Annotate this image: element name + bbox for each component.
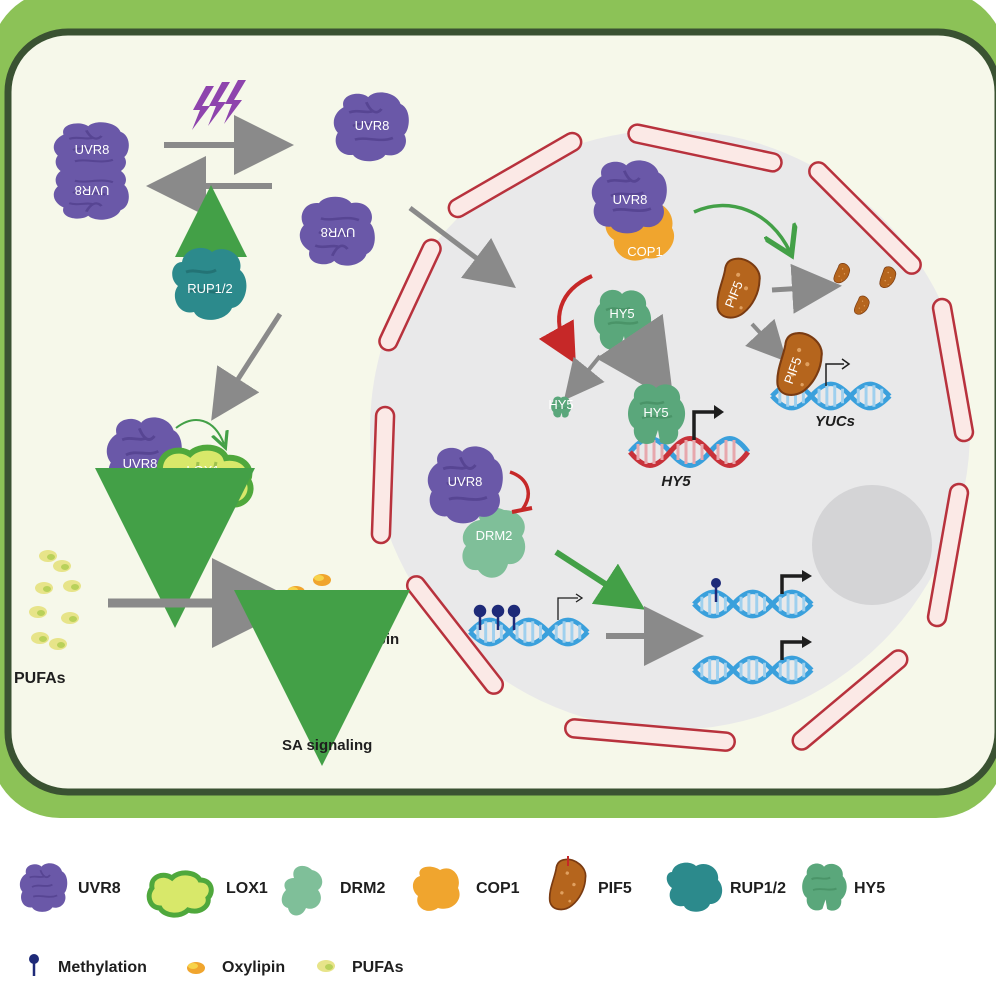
legend-label-pif5: PIF5 [598, 880, 632, 897]
legend-item-methylation: Methylation [29, 954, 147, 976]
legend-item-lox1: LOX1 [146, 870, 268, 918]
legend-item-oxylipin: Oxylipin [187, 959, 285, 976]
legend: UVR8 LOX1 DRM2 COP1 PIF5 RUP1/2 HY5 [18, 854, 885, 976]
legend-label-oxylipin: Oxylipin [222, 959, 285, 976]
methylated-dna [470, 593, 588, 644]
hy5-degradation-arrow [563, 354, 605, 401]
pif5-binding-arrow [745, 318, 787, 362]
drm2-to-gene-arrow [554, 549, 646, 610]
yucs-gene-label: YUCs [815, 413, 855, 430]
uvr8-lox-label: UVR8 [123, 456, 158, 471]
hy5-gene-complex: HY5 HY5 [626, 382, 751, 490]
legend-label-lox1: LOX1 [226, 880, 268, 897]
pif5-protein: PIF5 [708, 253, 768, 326]
uvr8-cop1-complex: COP1 UVR8 [590, 158, 675, 261]
rup1-2-protein: RUP1/2 [172, 247, 247, 320]
hy5-small-label: HY5 [548, 397, 573, 412]
uvr8-drm2-complex: DRM2 UVR8 [426, 444, 533, 578]
oxylipin-label: Oxylipin [340, 631, 399, 648]
legend-label-cop1: COP1 [476, 880, 520, 897]
legend-label-drm2: DRM2 [340, 880, 385, 897]
hy5-gene-label: HY5 [661, 473, 691, 490]
hy5-binding-arrow [596, 313, 674, 403]
uvr8-cop-label: UVR8 [613, 192, 648, 207]
lox1-label: LOX1 [186, 463, 219, 478]
to-lox1-arrow [211, 312, 283, 421]
methylation-marks [473, 604, 521, 630]
legend-item-pif5: PIF5 [542, 854, 632, 916]
uvr8-drm2-inhibition [509, 470, 530, 512]
legend-item-rup: RUP1/2 [666, 862, 786, 912]
sa-signaling-label: SA signaling [282, 737, 372, 754]
cop1-label: COP1 [627, 244, 662, 259]
uvr8-monomer-top: UVR8 [332, 90, 411, 163]
uvr8-drm-label: UVR8 [448, 474, 483, 489]
nucleolus [812, 485, 932, 605]
legend-label-methylation: Methylation [58, 959, 147, 976]
legend-label-hy5: HY5 [854, 880, 885, 897]
uvr8-dimer: UVR8 UVR8 [52, 120, 131, 222]
legend-item-drm2: DRM2 [281, 865, 385, 916]
hy5-degraded: HY5 [548, 396, 574, 419]
nuclear-envelope [370, 123, 975, 752]
legend-item-uvr8: UVR8 [18, 862, 121, 913]
cop1-to-pif5-arrow [693, 203, 790, 252]
uvr8-dimer-bottom-label: UVR8 [75, 183, 110, 198]
legend-label-rup: RUP1/2 [730, 880, 786, 897]
pif5-degradation-arrow [771, 263, 842, 314]
uvr8-monomer-top-label: UVR8 [355, 118, 390, 133]
uvr8-monomer-flipped: UVR8 [298, 195, 377, 268]
hy5-dna-label: HY5 [643, 405, 668, 420]
rup-label: RUP1/2 [187, 281, 233, 296]
target-gene-unmethylated [694, 636, 812, 682]
hy5-free-label: HY5 [609, 306, 634, 321]
hy5-tss-arrow [692, 410, 716, 440]
uvr8-dimer-top-label: UVR8 [75, 142, 110, 157]
uvr8-monomer-flipped-label: UVR8 [321, 225, 356, 240]
cop1-hy5-inhibition [538, 274, 593, 364]
target-gene-partial-methyl [694, 570, 812, 616]
yucs-tss-arrow [825, 363, 844, 386]
legend-item-pufas: PUFAs [317, 959, 404, 976]
uv-light-icon [192, 80, 246, 130]
legend-label-pufas: PUFAs [352, 959, 404, 976]
legend-item-cop1: COP1 [412, 866, 520, 911]
legend-label-uvr8: UVR8 [78, 880, 121, 897]
yucs-gene-complex: PIF5 YUCs [767, 327, 890, 430]
to-nucleus-arrow [408, 206, 516, 289]
drm2-label: DRM2 [476, 528, 513, 543]
legend-item-hy5: HY5 [801, 862, 885, 912]
pufas-label: PUFAs [14, 670, 66, 687]
